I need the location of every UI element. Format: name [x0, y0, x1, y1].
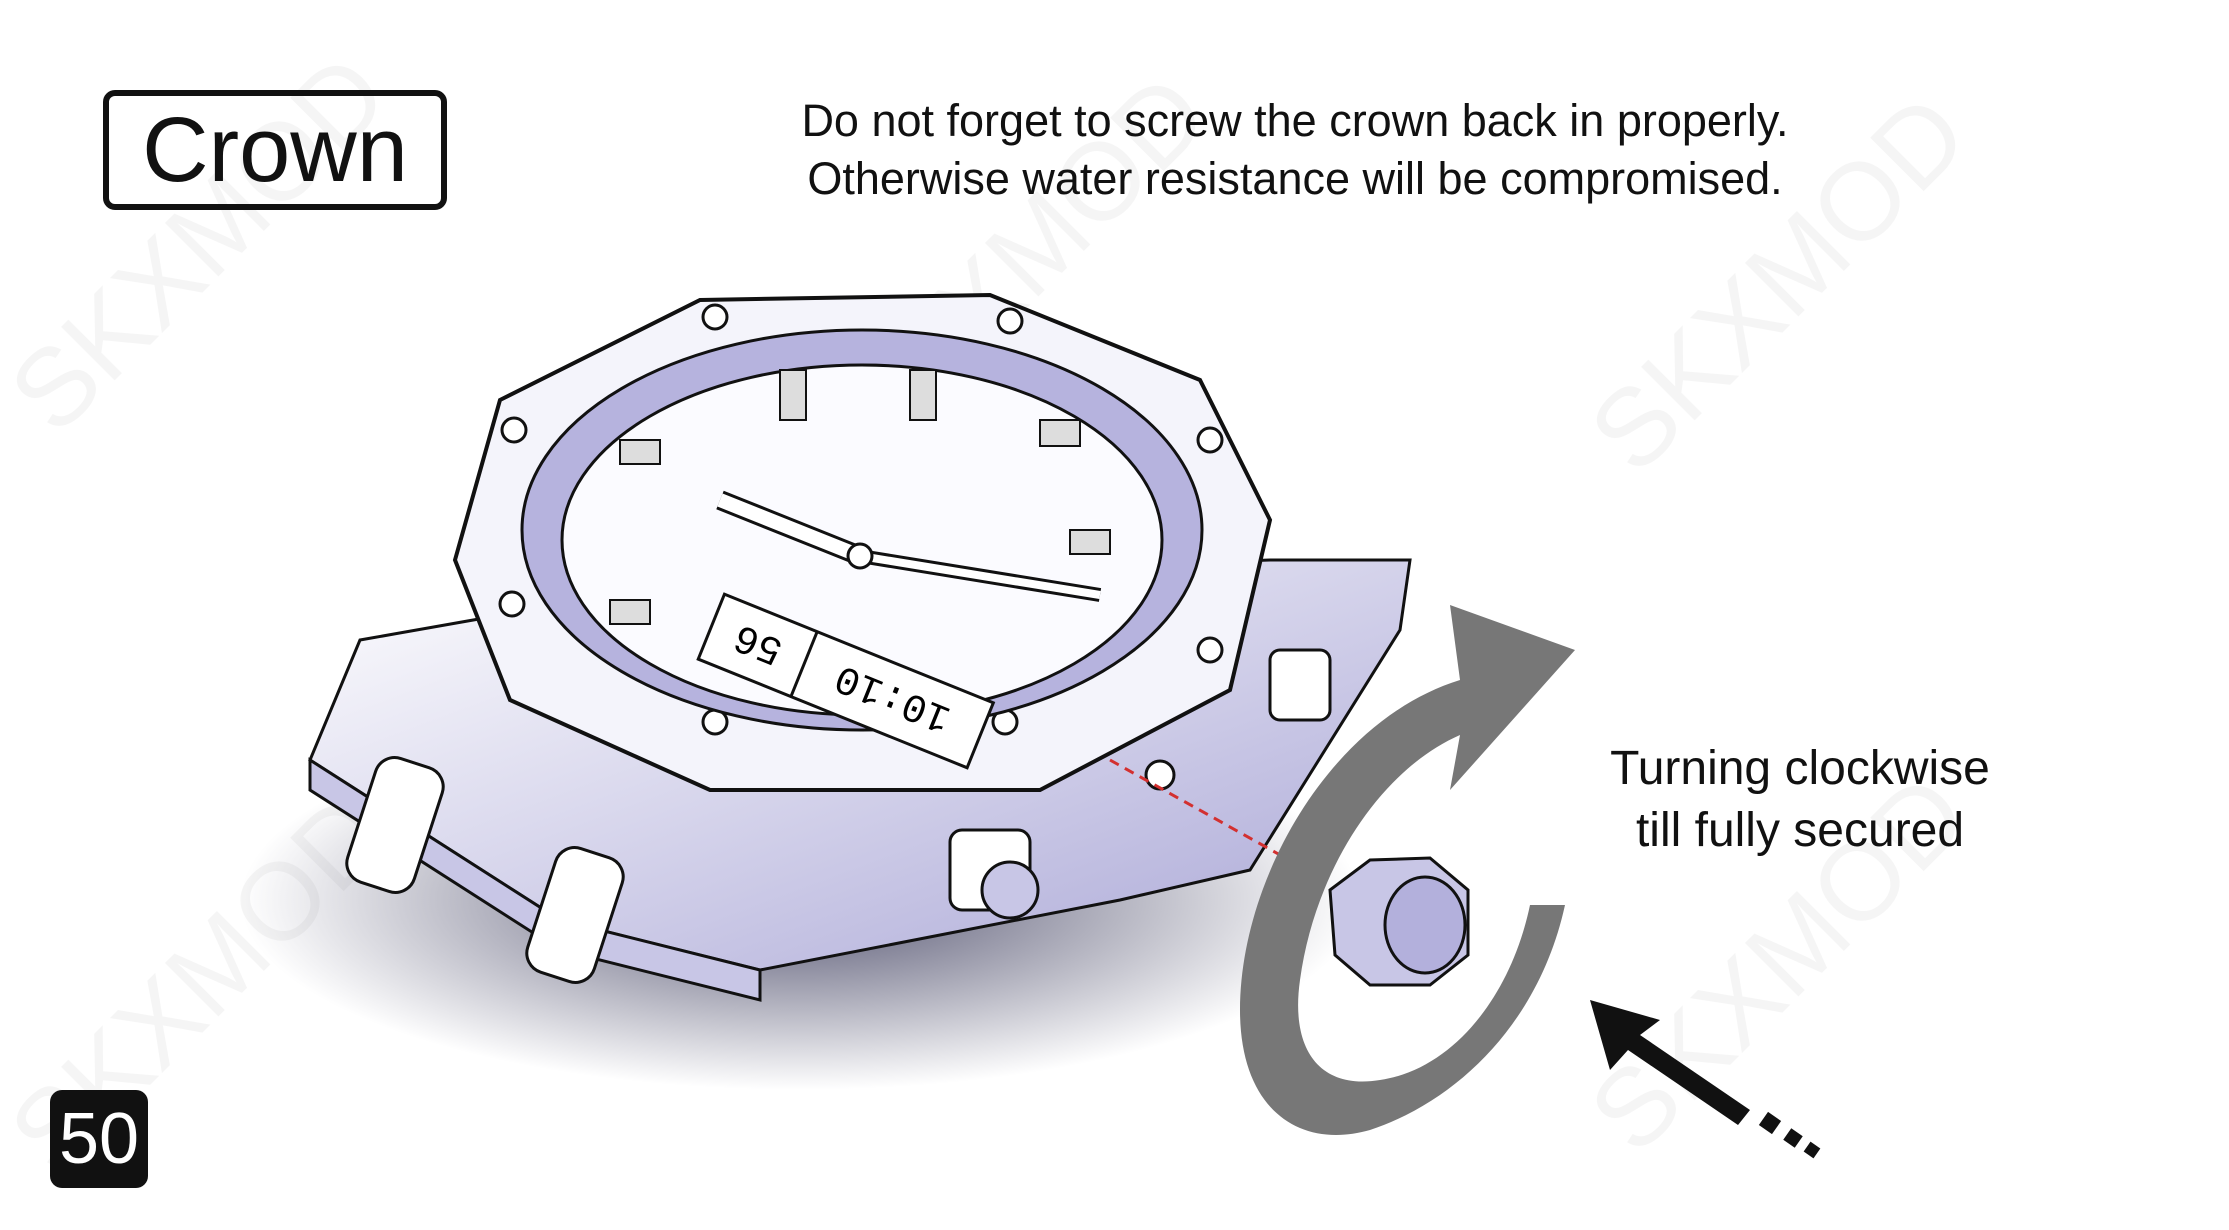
callout-line: Turning clockwise — [1610, 742, 1990, 795]
pusher — [948, 648, 1332, 920]
page-title: Crown — [103, 90, 447, 210]
callout-line: till fully secured — [1635, 804, 1965, 857]
instruction-text: Do not forget to screw the crown back in… — [700, 92, 1890, 208]
instruction-line: Do not forget to screw the crown back in… — [801, 95, 1789, 146]
crown-part — [1328, 856, 1470, 987]
instruction-line: Otherwise water resistance will be compr… — [807, 153, 1783, 204]
strap-lug — [345, 756, 625, 984]
callout-text: Turning clockwise till fully secured — [1540, 738, 2060, 862]
rotation-arrow-icon — [1240, 605, 1575, 1135]
push-arrow-icon — [1590, 1000, 1821, 1159]
page-number-badge: 50 — [50, 1090, 148, 1188]
lcd-window: 56 10:10 — [696, 592, 996, 770]
crown-hole — [1144, 759, 1176, 791]
